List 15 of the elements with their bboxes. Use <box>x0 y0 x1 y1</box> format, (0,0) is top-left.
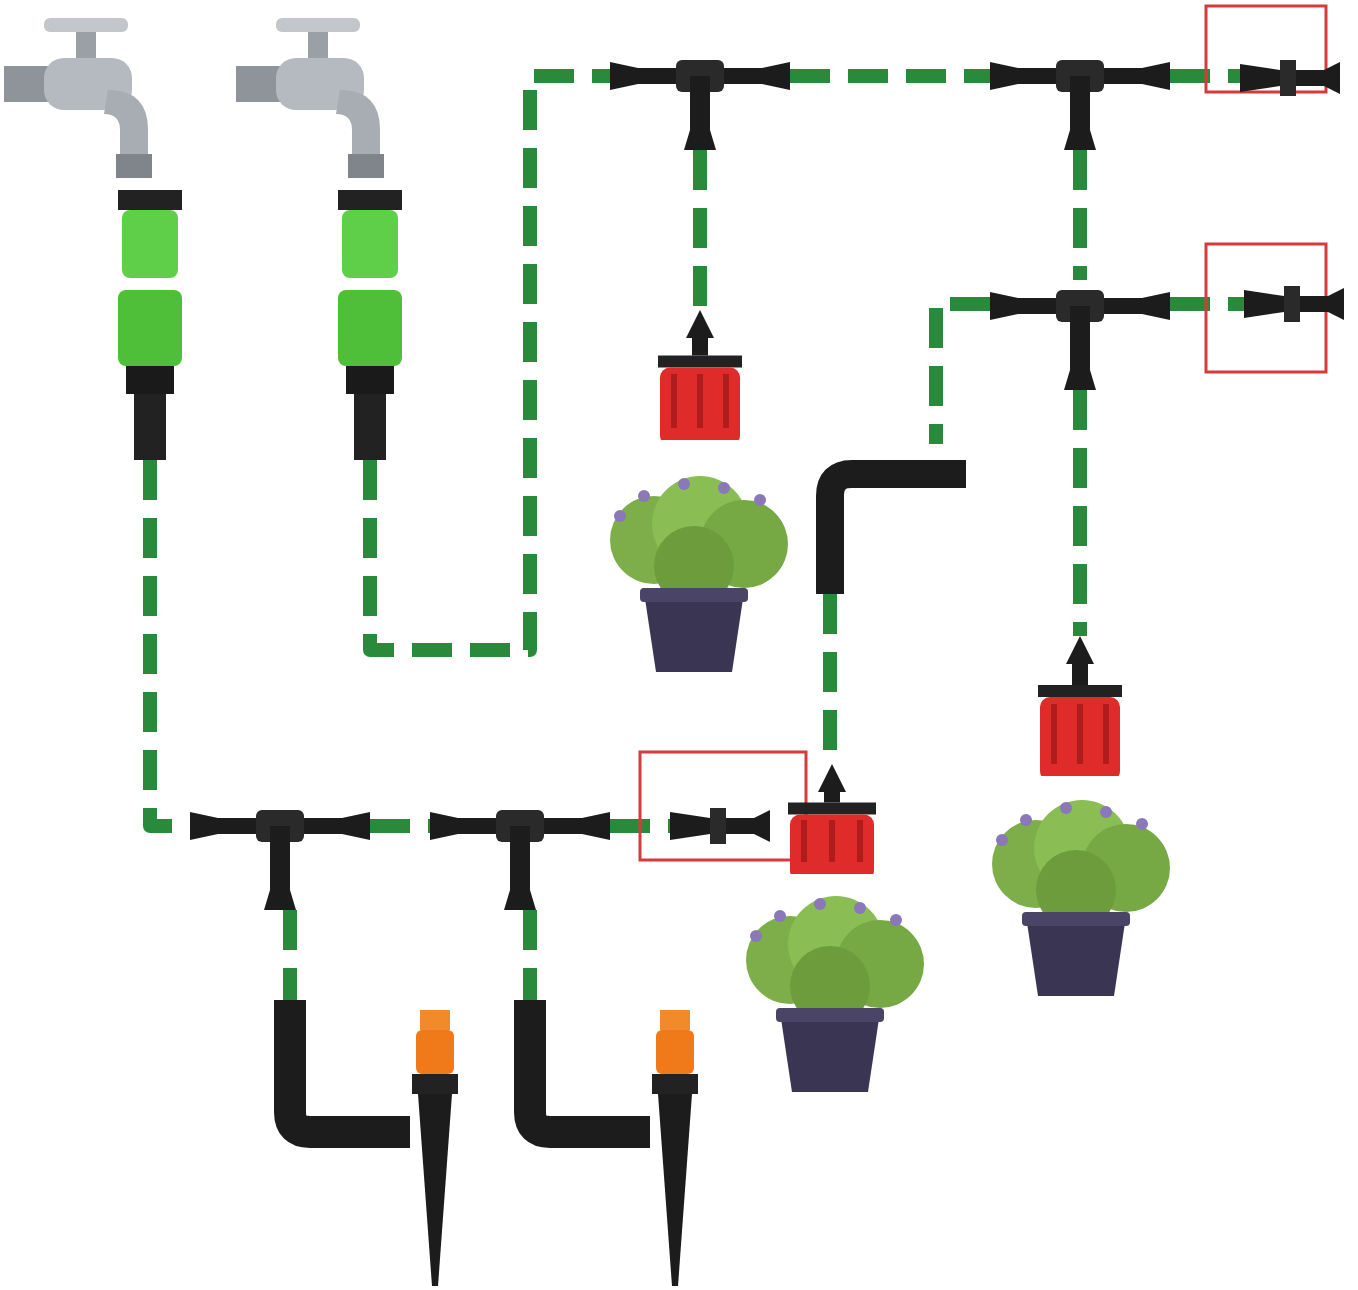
hose-line <box>1073 390 1087 636</box>
end-plug-drawing <box>670 804 770 848</box>
hose-line <box>1073 150 1087 280</box>
hose-line <box>790 69 990 83</box>
hose-line <box>363 69 610 657</box>
hose-line <box>523 910 537 1000</box>
hose-line <box>610 819 670 833</box>
end-plug-drawing <box>1240 56 1340 100</box>
hose-line <box>1170 297 1244 311</box>
hose-line <box>1170 69 1240 83</box>
hose-line <box>370 819 430 833</box>
end-plug-drawing <box>1244 282 1344 326</box>
hose-line <box>929 297 990 444</box>
hose-line <box>283 910 297 1000</box>
hose-line <box>693 150 707 310</box>
